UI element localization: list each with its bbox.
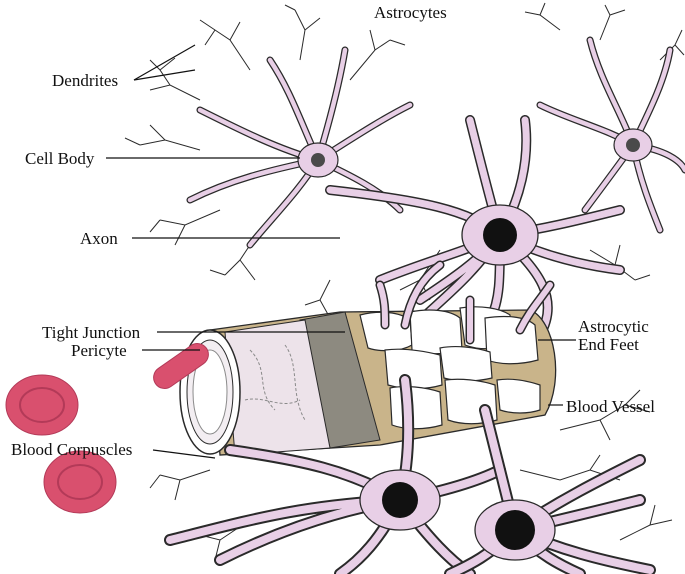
astrocyte-center: [325, 115, 625, 340]
pericyte-label: Pericyte: [71, 341, 127, 360]
astrocyte-top-right: [536, 36, 685, 234]
astrocyte-bottom-right: [444, 404, 656, 574]
dendrites-label: Dendrites: [52, 71, 119, 90]
axon-label: Axon: [80, 229, 118, 248]
astrocyte-top-left: [186, 46, 414, 249]
astrocytic-end-feet-line2: End Feet: [578, 334, 639, 354]
dendrites-leader-upper: [133, 44, 196, 81]
blood-corpuscle-top: [5, 374, 79, 436]
dendrites-leader-lower: [133, 69, 196, 81]
tight-junction-label: Tight Junction: [42, 323, 141, 342]
blood-vessel-label: Blood Vessel: [566, 397, 655, 416]
blood-corpuscles-leader: [152, 449, 216, 459]
astrocytic-end-feet-line1: Astrocytic: [578, 317, 649, 336]
astrocyte-bottom-left: [164, 374, 506, 574]
cell-body-label: Cell Body: [25, 149, 95, 168]
blood-corpuscle-bottom: [43, 450, 117, 514]
astrocytes-label: Astrocytes: [374, 3, 447, 22]
astrocyte-end-feet-processes: [375, 260, 555, 345]
leader-lines: [106, 44, 576, 459]
blood-corpuscles-label: Blood Corpuscles: [11, 440, 133, 459]
astrocytic-end-feet-label: Astrocytic End Feet: [578, 318, 649, 354]
